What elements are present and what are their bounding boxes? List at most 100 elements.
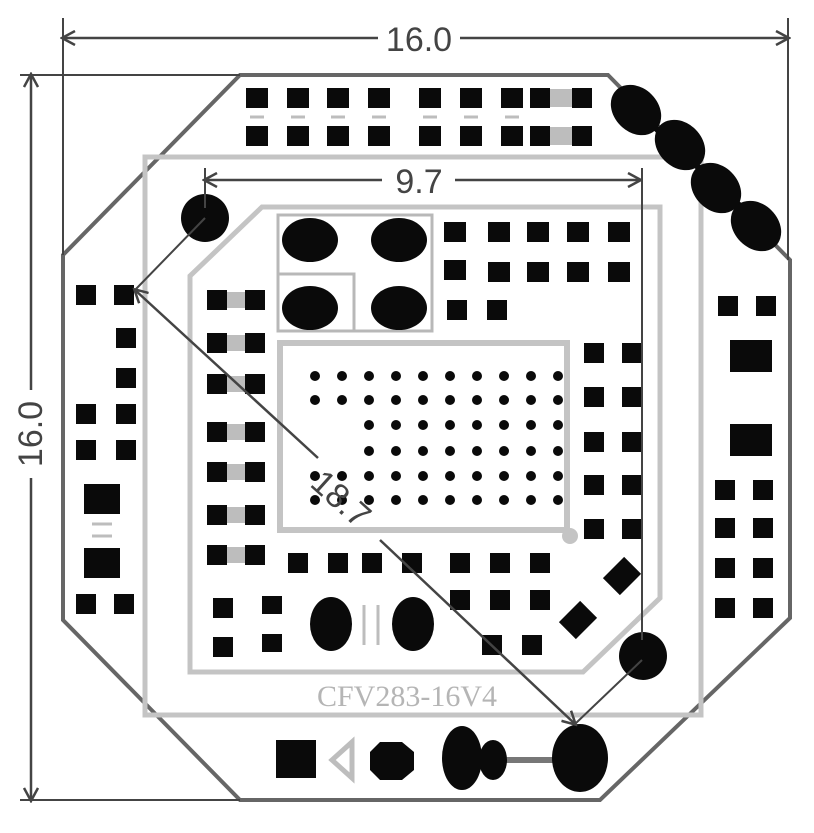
dim-height-label: 16.0 (12, 401, 50, 467)
smd-pad (622, 343, 642, 363)
smd-pad (715, 598, 735, 618)
smd-pad (114, 594, 134, 614)
bga-ball (364, 371, 374, 381)
bga-ball (364, 495, 374, 505)
bga-ball (418, 495, 428, 505)
bga-ball (472, 495, 482, 505)
bga-ball-grid (310, 371, 563, 505)
bga-ball (310, 471, 320, 481)
bga-ball (472, 395, 482, 405)
oval-pad (610, 84, 662, 136)
silk-arrow (328, 736, 355, 784)
bga-ball (418, 395, 428, 405)
smd-pad (76, 594, 96, 614)
silk-inner-frame (187, 204, 663, 675)
bga-ball (391, 371, 401, 381)
smd-pad (245, 333, 265, 353)
smd-pad (114, 285, 134, 305)
bga-ball (499, 395, 509, 405)
bga-ball (553, 446, 563, 456)
oval-pad (730, 200, 782, 252)
dim-diag-line-b (379, 539, 575, 724)
smd-pad (450, 590, 470, 610)
silk-oval-divider (278, 272, 356, 331)
oval-pad (654, 119, 706, 171)
oval-pad (552, 724, 608, 792)
smd-pad (288, 553, 308, 573)
bga-ball (310, 395, 320, 405)
bga-ball (472, 446, 482, 456)
top-pad (572, 126, 592, 146)
smd-pad (622, 519, 642, 539)
top-pad (246, 126, 268, 146)
smd-pad (207, 545, 227, 565)
dim-diag-leader-b (574, 659, 643, 725)
smd-pad (622, 432, 642, 452)
smd-pad (245, 374, 265, 394)
bga-ball (337, 395, 347, 405)
smd-pad (76, 285, 96, 305)
bga-ball (337, 371, 347, 381)
bga-ball (472, 420, 482, 430)
smd-pad (116, 328, 136, 348)
smd-pad (76, 404, 96, 424)
top-pad (530, 126, 550, 146)
pad-group (76, 84, 782, 792)
smd-pad (715, 558, 735, 578)
bga-ball (499, 495, 509, 505)
smd-pad (245, 462, 265, 482)
bga-ball (499, 371, 509, 381)
smd-pad (116, 440, 136, 460)
bga-ball (418, 371, 428, 381)
oval-pad (282, 286, 338, 330)
smd-pad (622, 475, 642, 495)
smd-pad (362, 553, 382, 573)
bga-ball (445, 395, 455, 405)
pin1-marker (562, 528, 578, 544)
part-number-label: CFV283-16V4 (317, 680, 497, 713)
smd-pad (584, 343, 604, 363)
bga-ball (526, 446, 536, 456)
top-pad (419, 126, 441, 146)
bga-ball (526, 420, 536, 430)
top-pad (368, 126, 390, 146)
smd-pad (444, 260, 466, 280)
smd-pad (487, 300, 507, 320)
bga-ball (445, 420, 455, 430)
top-pad (530, 88, 550, 108)
bga-ball (337, 495, 347, 505)
bga-ball (310, 495, 320, 505)
smd-pad (488, 262, 510, 282)
dim-width-label: 16.0 (386, 21, 452, 59)
smd-pad (116, 368, 136, 388)
smd-pad (328, 553, 348, 573)
smd-pad (245, 505, 265, 525)
bga-ball (499, 420, 509, 430)
top-pad (287, 88, 309, 108)
top-pad (368, 88, 390, 108)
smd-pad (245, 545, 265, 565)
smd-pad (84, 548, 120, 578)
smd-pad (262, 596, 282, 614)
bga-ball (553, 420, 563, 430)
top-pad (246, 88, 268, 108)
bga-ball (364, 471, 374, 481)
smd-pad (584, 475, 604, 495)
smd-pad (730, 424, 772, 456)
bga-ball (445, 371, 455, 381)
smd-pad (584, 519, 604, 539)
bga-ball (418, 471, 428, 481)
smd-pad (207, 290, 227, 310)
bga-ball (526, 395, 536, 405)
top-pad (327, 126, 349, 146)
bga-ball (526, 495, 536, 505)
smd-pad (116, 404, 136, 424)
smd-pad (602, 556, 642, 596)
bga-ball (337, 471, 347, 481)
oval-pad (371, 218, 427, 262)
top-pad (572, 88, 592, 108)
top-pad (287, 126, 309, 146)
silk-bga-frame (277, 340, 570, 533)
